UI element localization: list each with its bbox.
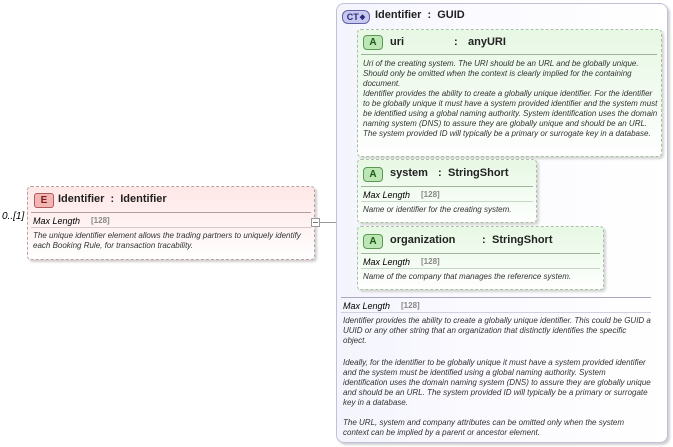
attribute-organization-prop-value: [128]: [421, 257, 440, 266]
complex-type-colon: :: [427, 9, 432, 21]
element-separator: [31, 212, 311, 213]
occurrence-label: 0..[1]: [2, 211, 25, 222]
attribute-uri-description: Uri of the creating system. The URI shou…: [363, 59, 658, 138]
attribute-organization-separator-2: [361, 268, 600, 269]
element-separator-2: [31, 227, 311, 228]
attribute-uri-type: anyURI: [468, 36, 506, 48]
connector-element-to-type: [320, 222, 336, 223]
attribute-organization-badge: A: [363, 234, 383, 249]
attribute-uri-name: uri: [390, 36, 405, 48]
attribute-uri-box[interactable]: A uri : anyURI Uri of the creating syste…: [357, 29, 662, 157]
attribute-system-name: system: [390, 167, 428, 179]
complex-type-description-1: Identifier provides the ability to creat…: [343, 316, 651, 345]
complex-type-badge-icon: ◆: [359, 14, 366, 21]
complex-type-name: Identifier: [375, 9, 422, 21]
attribute-organization-description: Name of the company that manages the ref…: [363, 272, 572, 281]
complex-type-type: GUID: [437, 9, 465, 21]
complex-type-box[interactable]: CT◆ Identifier : GUID A uri : anyURI Uri…: [336, 3, 668, 443]
complex-type-description-3: The URL, system and company attributes c…: [343, 418, 625, 437]
complex-type-title: Identifier : GUID: [375, 9, 465, 21]
attribute-system-box[interactable]: A system : StringShort Max Length [128] …: [357, 159, 537, 223]
attribute-uri-badge: A: [363, 35, 383, 50]
element-prop-label: Max Length: [33, 216, 81, 226]
attribute-system-colon: :: [438, 167, 442, 179]
attribute-uri-separator: [361, 54, 657, 55]
attribute-organization-type: StringShort: [492, 234, 553, 246]
attribute-system-badge: A: [363, 167, 383, 182]
collapse-toggle-icon[interactable]: [311, 218, 320, 227]
attribute-organization-name: organization: [390, 234, 456, 246]
attribute-organization-separator: [361, 253, 600, 254]
element-prop-value: [128]: [91, 216, 110, 225]
element-colon: :: [110, 193, 115, 205]
attribute-system-prop-value: [128]: [421, 190, 440, 199]
complex-type-description-2: Ideally, for the identifier to be global…: [343, 358, 651, 407]
element-badge: E: [34, 193, 54, 208]
element-name: Identifier: [58, 193, 105, 205]
element-title: Identifier : Identifier: [58, 193, 167, 205]
complex-type-badge: CT◆: [342, 10, 370, 24]
element-type: Identifier: [120, 193, 167, 205]
attribute-system-separator-2: [361, 201, 533, 202]
attribute-system-type: StringShort: [448, 167, 509, 179]
attribute-organization-colon: :: [482, 234, 486, 246]
complex-type-badge-text: CT: [346, 12, 359, 22]
complex-type-prop-value: [128]: [401, 301, 420, 310]
attribute-system-prop-label: Max Length: [363, 190, 411, 200]
attribute-organization-prop-label: Max Length: [363, 257, 411, 267]
attribute-system-description: Name or identifier for the creating syst…: [363, 205, 512, 214]
complex-type-prop-label: Max Length: [343, 301, 391, 311]
attribute-uri-colon: :: [454, 36, 458, 48]
element-identifier-box[interactable]: E Identifier : Identifier Max Length [12…: [27, 186, 315, 260]
attribute-system-separator: [361, 186, 533, 187]
complex-type-separator: [341, 297, 651, 298]
complex-type-separator-2: [341, 312, 651, 313]
element-description: The unique identifier element allows the…: [33, 231, 301, 250]
attribute-organization-box[interactable]: A organization : StringShort Max Length …: [357, 226, 604, 290]
